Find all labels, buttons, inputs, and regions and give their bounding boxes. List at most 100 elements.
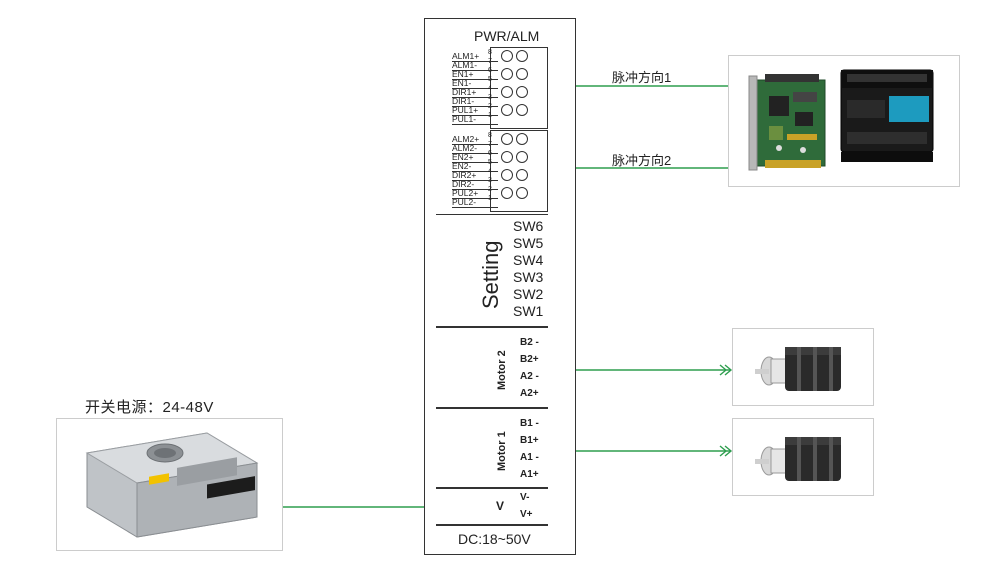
connector-1-pin-lead	[452, 106, 498, 107]
connector-1-pin-label: EN1+	[452, 69, 474, 79]
connector-2-terminal-screw	[501, 169, 513, 181]
power-supply-photo	[56, 418, 283, 551]
power-pin-v-minus: V-	[520, 492, 530, 503]
connector-2-terminal-screw	[516, 151, 528, 163]
connector-1-terminal-screw	[501, 86, 513, 98]
connector-1-pin-number: 1	[488, 112, 492, 119]
connector-2-pin-label: DIR2-	[452, 179, 475, 189]
connector-2-pin-label: ALM2-	[452, 143, 478, 153]
motor2-pin-a2-minus: A2 -	[520, 371, 539, 382]
setting-title: Setting	[478, 240, 503, 310]
connector-1-pin-label: EN1-	[452, 78, 472, 88]
motor2-photo	[732, 328, 874, 406]
switch-sw1: SW1	[513, 303, 544, 319]
connector-1-pin-lead	[452, 70, 498, 71]
switching-power-supply-image	[85, 432, 259, 538]
connector-2-terminal-screw	[501, 133, 513, 145]
connector-1-terminal-screw	[516, 68, 528, 80]
connector-2-pin-lead	[452, 207, 498, 208]
connector-1-terminal-screw	[501, 68, 513, 80]
motor1-pin-b1-plus: B1+	[520, 435, 539, 446]
motor2-arrow-a	[719, 364, 728, 376]
connector-2-pin-number: 7	[488, 141, 492, 148]
plc-image	[840, 69, 934, 162]
driver-panel	[424, 18, 576, 555]
connector-1-pin-label: DIR1+	[452, 87, 477, 97]
connector-2-pin-label: PUL2+	[452, 188, 479, 198]
connector-2-pin-number: 2	[488, 186, 492, 193]
connector-2-pin-label: EN2-	[452, 161, 472, 171]
connector-1-pin-lead	[452, 115, 498, 116]
connector-1-pin-lead	[452, 97, 498, 98]
connector-2-pin-label: DIR2+	[452, 170, 477, 180]
connector-1-pin-lead	[452, 124, 498, 125]
connector-1-pin-number: 5	[488, 76, 492, 83]
motor1-pin-a1-minus: A1 -	[520, 452, 539, 463]
connector-1-pin-label: ALM1+	[452, 51, 480, 61]
motor1-photo	[732, 418, 874, 496]
controller-illustration	[748, 69, 934, 171]
driver-header: PWR/ALM	[474, 28, 540, 44]
signal-label-2: 脉冲方向2	[612, 153, 672, 168]
connector-1-pin-number: 7	[488, 58, 492, 65]
connector-1-pin-label: PUL1-	[452, 114, 477, 124]
connector-1-terminal-screw	[516, 86, 528, 98]
connector-1-pin-label: DIR1-	[452, 96, 475, 106]
connector-2-pin-lead	[452, 189, 498, 190]
signal-label-1: 脉冲方向1	[612, 70, 672, 85]
connector-1-pin-label: PUL1+	[452, 105, 479, 115]
connector-2-pin-lead	[452, 180, 498, 181]
connector-1-pin-label: ALM1-	[452, 60, 478, 70]
connector-1-terminal-screw	[501, 104, 513, 116]
connector-1-terminal-screw	[516, 104, 528, 116]
connector-1-pin-lead	[452, 88, 498, 89]
power-supply-label: 开关电源：24-48V	[85, 399, 214, 416]
connector-2-pin-lead	[452, 144, 498, 145]
connector-2-pin-label: ALM2+	[452, 134, 480, 144]
connector-2-pin-lead	[452, 162, 498, 163]
connector-1-pin-lead	[452, 61, 498, 62]
connector-1-terminal-screw	[516, 50, 528, 62]
connector-2-pin-lead	[452, 153, 498, 154]
connector-1-pin-number: 6	[488, 67, 492, 74]
switch-sw3: SW3	[513, 269, 544, 285]
connector-2-terminal-screw	[516, 169, 528, 181]
connector-2-pin-number: 5	[488, 159, 492, 166]
connector-2-pin-label: EN2+	[452, 152, 474, 162]
connector-1-pin-lead	[452, 79, 498, 80]
connector-1-pin-number: 4	[488, 85, 492, 92]
motor2-pin-b2-minus: B2 -	[520, 337, 539, 348]
motor1-arrow-b	[724, 445, 733, 457]
separator-footer	[436, 524, 548, 526]
connector-1-pin-number: 3	[488, 94, 492, 101]
connector-2-pin-lead	[452, 198, 498, 199]
power-title: V	[496, 499, 505, 513]
connector-2-pin-label: PUL2-	[452, 197, 477, 207]
connector-2-pin-number: 4	[488, 168, 492, 175]
connector-2-terminal-screw	[501, 151, 513, 163]
separator-setting	[436, 214, 548, 215]
switch-sw4: SW4	[513, 252, 544, 268]
connector-2-pin-lead	[452, 171, 498, 172]
motor1-pin-b1-minus: B1 -	[520, 418, 539, 429]
connector-2-pin-number: 8	[488, 132, 492, 139]
motor1-arrow-a	[719, 445, 728, 457]
connector-2-terminal-screw	[501, 187, 513, 199]
motor2-title: Motor 2	[496, 350, 508, 390]
motor2-pin-a2-plus: A2+	[520, 388, 539, 399]
connector-2-pin-number: 6	[488, 150, 492, 157]
separator-motor2	[436, 326, 548, 328]
connector-2-pin-number: 1	[488, 195, 492, 202]
motor2-arrow-b	[724, 364, 733, 376]
switch-sw5: SW5	[513, 235, 544, 251]
switch-sw6: SW6	[513, 218, 544, 234]
connector-1-terminal-screw	[501, 50, 513, 62]
power-pin-v-plus: V+	[520, 509, 533, 520]
connector-1-pin-number: 2	[488, 103, 492, 110]
pci-card-image	[748, 74, 826, 171]
connector-2-terminal-screw	[516, 187, 528, 199]
switch-sw2: SW2	[513, 286, 544, 302]
connector-2-terminal-screw	[516, 133, 528, 145]
motor1-title: Motor 1	[496, 431, 508, 471]
controller-photo	[728, 55, 960, 187]
